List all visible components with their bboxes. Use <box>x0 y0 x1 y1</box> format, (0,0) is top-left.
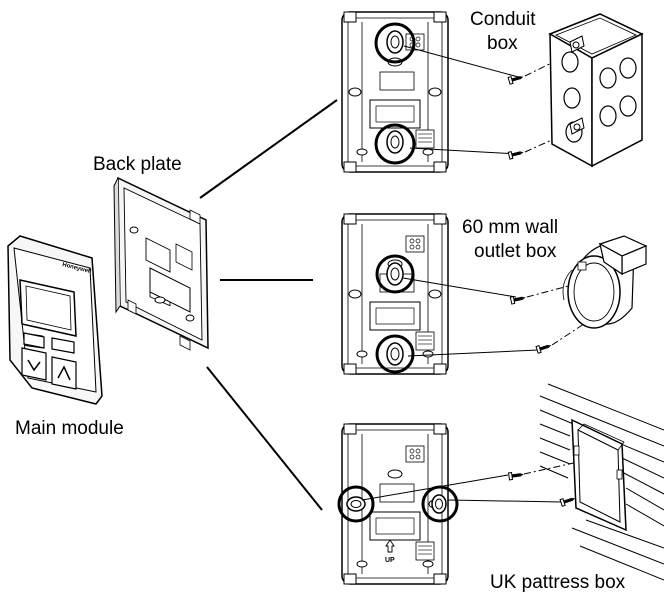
highlight-screw-hole-bottom <box>375 334 415 374</box>
label-uk-pattress-box: UK pattress box <box>490 572 626 593</box>
main-module-device: Honeywell <box>7 235 103 405</box>
screw-icon <box>507 148 525 160</box>
leader-line-top <box>199 99 338 199</box>
highlight-screw-hole-left <box>337 485 375 523</box>
plate-conduit <box>341 11 449 173</box>
chevron-down-icon <box>27 359 41 372</box>
leader-line-bottom <box>206 366 323 511</box>
label-conduit-box-line2: box <box>487 33 518 54</box>
wall-outlet-box <box>562 235 648 329</box>
label-wall-outlet-line1: 60 mm wall <box>462 217 558 238</box>
label-conduit-box-line1: Conduit <box>470 9 536 30</box>
back-plate-device <box>113 176 209 351</box>
label-main-module: Main module <box>15 418 124 439</box>
screw-icon <box>509 293 527 305</box>
label-wall-outlet-line2: outlet box <box>474 241 557 262</box>
plate-uk-pattress: UP <box>341 423 449 585</box>
menu-button-left <box>23 332 45 349</box>
up-button <box>51 356 77 390</box>
screw-icon <box>535 341 553 354</box>
label-back-plate: Back plate <box>93 154 182 175</box>
highlight-screw-hole-top <box>374 22 416 64</box>
screw-icon <box>508 470 525 481</box>
conduit-box <box>548 13 644 168</box>
down-button <box>21 347 47 381</box>
menu-button-right <box>51 337 75 354</box>
chevron-up-icon <box>57 365 71 381</box>
screw-icon <box>559 494 577 507</box>
highlight-screw-hole-top <box>375 254 415 294</box>
uk-pattress-box <box>539 383 664 581</box>
plate-wall-outlet <box>341 213 449 375</box>
highlight-screw-hole-bottom <box>374 123 416 165</box>
up-mark: UP <box>385 557 395 564</box>
